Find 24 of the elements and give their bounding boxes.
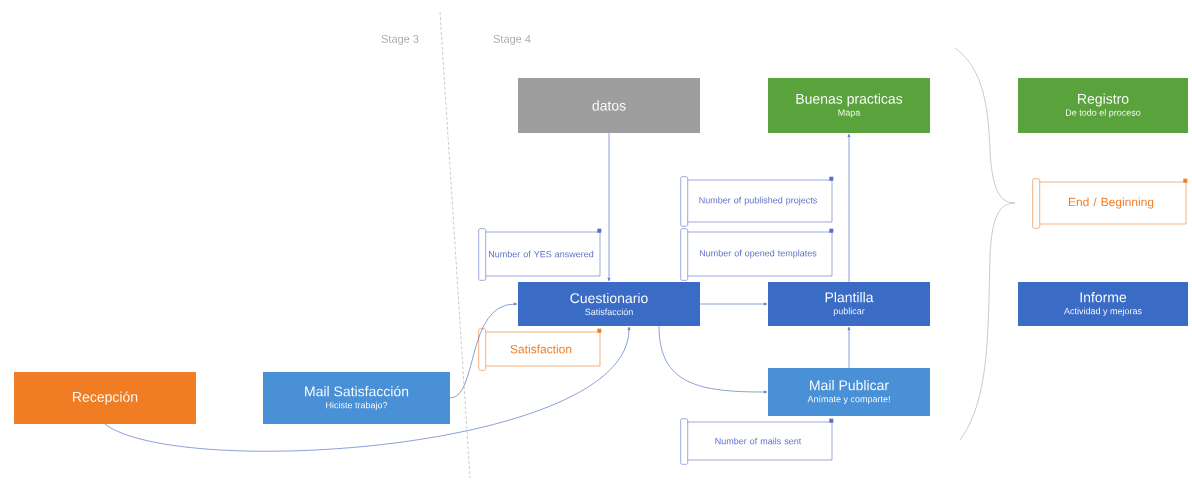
process-box: datos	[518, 78, 700, 133]
scroll-callout: Satisfaction	[478, 328, 602, 371]
process-box: Cuestionario Satisfacción	[518, 282, 700, 326]
stage-label: Stage 4	[493, 35, 531, 45]
scroll-callout: Number of YES answered	[478, 228, 602, 281]
scroll-callout: Number of mails sent	[680, 418, 834, 465]
scroll-callout: End / Beginning	[1032, 178, 1188, 229]
process-box: Informe Actividad y mejoras	[1018, 282, 1188, 326]
scroll-callout: Number of opened templates	[680, 228, 834, 281]
arrow	[658, 325, 768, 394]
scroll-callout: Number of published projects	[680, 176, 834, 227]
process-box: Buenas practicas Mapa	[768, 78, 930, 133]
arrow	[104, 326, 631, 452]
process-box: Mail Satisfacción Hiciste trabajo?	[263, 372, 450, 424]
process-box: Plantilla publicar	[768, 282, 930, 326]
process-box: Registro De todo el proceso	[1018, 78, 1188, 133]
process-box: Recepción	[14, 372, 196, 424]
arrow	[607, 132, 611, 282]
arrow	[699, 302, 768, 306]
stage-label: Stage 3	[381, 35, 419, 45]
arrow	[449, 302, 518, 399]
arrow	[847, 133, 851, 283]
process-box: Mail Publicar Anímate y comparte!	[768, 368, 930, 416]
arrow	[847, 326, 851, 369]
